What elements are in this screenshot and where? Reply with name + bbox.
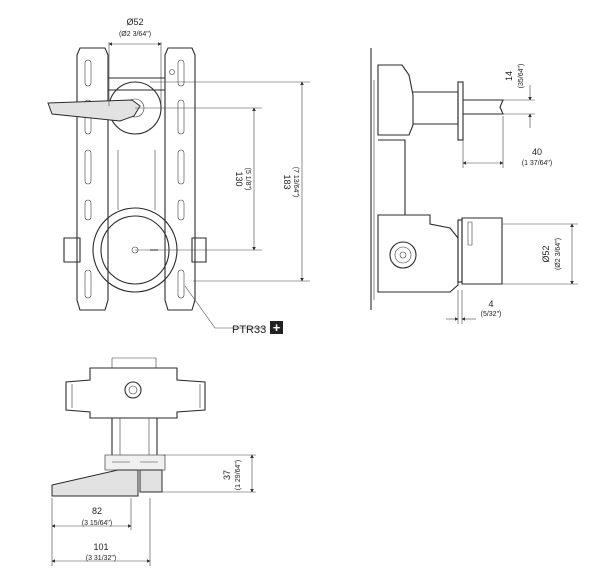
dim-d52-side: Ø52 (Ø2 3/64") (502, 223, 578, 285)
svg-text:(5/32"): (5/32") (481, 311, 502, 318)
ptr33-callout: PTR33 + (184, 285, 283, 336)
svg-text:(3 31/32"): (3 31/32") (86, 555, 117, 562)
svg-text:(Ø2 3/64"): (Ø2 3/64") (555, 238, 562, 270)
svg-text:101: 101 (93, 542, 108, 552)
svg-text:Ø52: Ø52 (126, 17, 143, 27)
svg-text:(1 29/64"): (1 29/64") (235, 460, 242, 491)
dim-183: 183 (7 13/64") (150, 81, 310, 282)
dim-130: 130 (5 1/8") (135, 107, 262, 251)
dim-4: 4 (5/32") (446, 290, 501, 324)
svg-text:4: 4 (488, 299, 493, 309)
svg-text:130: 130 (234, 171, 244, 186)
svg-text:(5 1/8"): (5 1/8") (244, 168, 251, 191)
svg-text:82: 82 (92, 506, 102, 516)
svg-text:(1 37/64"): (1 37/64") (522, 160, 553, 167)
dim-37: 37 (1 29/64") (160, 454, 256, 493)
dim-d52-top: Ø52 (Ø2 3/64") (108, 17, 162, 106)
dim-101: 101 (3 31/32") (51, 498, 151, 566)
dim-82: 82 (3 15/64") (51, 498, 132, 566)
svg-text:40: 40 (532, 147, 542, 157)
svg-text:PTR33: PTR33 (232, 324, 266, 336)
svg-text:(35/64"): (35/64") (518, 64, 525, 89)
side-view (370, 48, 504, 310)
svg-text:Ø52: Ø52 (541, 245, 551, 262)
dim-14: 14 (35/64") (503, 64, 535, 128)
svg-text:(7 13/64"): (7 13/64") (292, 167, 299, 198)
top-view (51, 357, 206, 497)
svg-text:(Ø2 3/64"): (Ø2 3/64") (119, 31, 151, 38)
svg-text:+: + (273, 320, 281, 335)
svg-text:37: 37 (222, 470, 232, 480)
svg-text:(3 15/64"): (3 15/64") (82, 520, 113, 527)
front-view (47, 47, 207, 311)
svg-text:14: 14 (504, 71, 514, 81)
svg-text:183: 183 (282, 174, 292, 189)
dim-40: 40 (1 37/64") (462, 116, 553, 168)
